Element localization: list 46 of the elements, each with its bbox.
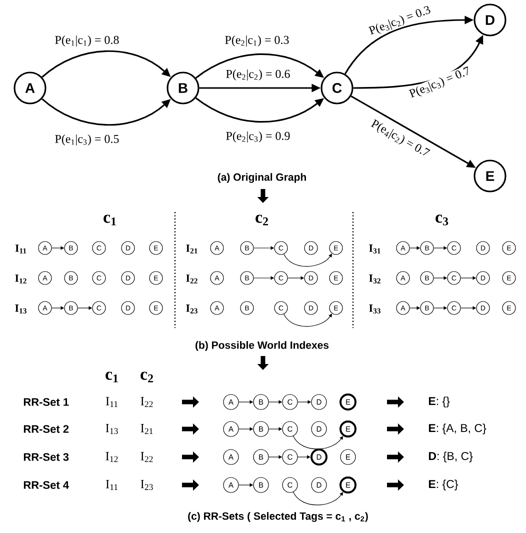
edge-label: P(e$_{3}$|c$_{3}$) = 0.7 [406, 64, 474, 102]
edge-label: P(e$_{1}$|c$_{1}$) = 0.8 [54, 34, 120, 48]
index-label: I$_{23}$ [186, 304, 198, 314]
caption: (a) Original Graph [218, 173, 306, 183]
result-text: E: {C} [428, 480, 458, 490]
index-label: I$_{33}$ [369, 304, 380, 314]
column-header: c$_{2}$ [256, 214, 268, 226]
column-header: c$_{1}$ [106, 372, 118, 382]
index-label: I$_{23}$ [140, 480, 153, 490]
edge-label: P(e$_{4}$|c$_{2}$) = 0.7 [368, 117, 432, 161]
arrow [298, 455, 310, 459]
index-label: I$_{12}$ [106, 452, 118, 462]
row-label: RR-Set 1 [24, 398, 69, 406]
edge-label: P(e$_{1}$|c$_{3}$) = 0.5 [54, 134, 120, 146]
index-label: I$_{21}$ [186, 244, 198, 254]
arrow [293, 436, 344, 450]
column-header: c$_{3}$ [436, 214, 448, 226]
arrow [293, 492, 344, 506]
caption: (b) Possible World Indexes [196, 341, 329, 351]
index-label: I$_{22}$ [140, 452, 153, 462]
caption: (c) RR-Sets ( Selected Tags = c$_{1}$ , c$_{2}$) [188, 512, 368, 522]
index-label: I$_{21}$ [140, 424, 153, 434]
arrow [284, 314, 332, 327]
index-label: I$_{11}$ [106, 397, 118, 407]
row-label: RR-Set 4 [24, 481, 69, 489]
index-label: I$_{12}$ [15, 274, 26, 284]
index-label: I$_{13}$ [15, 304, 26, 314]
result-text: E: {} [428, 396, 450, 408]
index-label: I$_{31}$ [369, 244, 380, 254]
result-text: E: {A, B, C} [428, 424, 486, 434]
index-label: I$_{11}$ [106, 480, 118, 490]
edge-label: P(e$_{3}$|c$_{2}$) = 0.3 [366, 4, 434, 38]
index-label: I$_{22}$ [186, 274, 198, 284]
result-text: D: {B, C} [428, 452, 473, 462]
index-label: I$_{13}$ [106, 424, 118, 434]
arrow [284, 254, 332, 267]
column-header: c$_{1}$ [104, 214, 116, 226]
row-label: RR-Set 3 [24, 453, 69, 461]
edge-label: P(e$_{2}$|c$_{1}$) = 0.3 [224, 34, 290, 48]
column-header: c$_{2}$ [140, 372, 153, 382]
edge-label: P(e$_{2}$|c$_{3}$) = 0.9 [224, 130, 292, 144]
index-label: I$_{32}$ [369, 274, 380, 284]
index-label: I$_{11}$ [15, 244, 26, 254]
index-label: I$_{22}$ [140, 397, 153, 407]
row-label: RR-Set 2 [24, 425, 69, 433]
edge-label: P(e$_{2}$|c$_{2}$) = 0.6 [224, 68, 292, 82]
